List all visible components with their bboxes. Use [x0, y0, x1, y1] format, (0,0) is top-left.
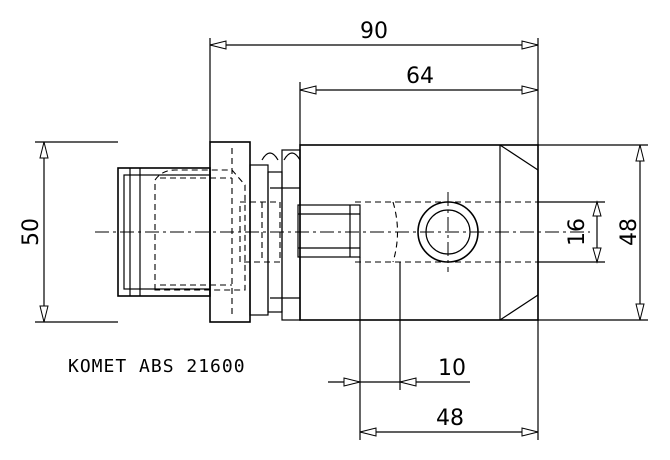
dim-48-right: 48 [538, 144, 648, 321]
dim-64-label: 64 [406, 64, 434, 89]
dim-48-bottom-label: 48 [436, 406, 464, 431]
dim-90-label: 90 [360, 19, 388, 44]
dim-50-label: 50 [19, 218, 44, 246]
dim-90: 90 [209, 19, 539, 145]
dim-10: 10 [328, 257, 470, 440]
dim-10-label: 10 [438, 356, 466, 381]
dim-64: 64 [299, 64, 539, 145]
dim-48-right-label: 48 [617, 218, 642, 246]
dim-16-label: 16 [565, 218, 590, 246]
center-lines [95, 192, 590, 272]
part-label: KOMET ABS 21600 [68, 356, 246, 377]
hidden-lines [154, 148, 600, 318]
dim-50: 50 [19, 141, 118, 323]
dim-48-bottom: 48 [359, 320, 539, 440]
screw-outline [297, 204, 361, 258]
dim-16: 16 [538, 200, 605, 264]
